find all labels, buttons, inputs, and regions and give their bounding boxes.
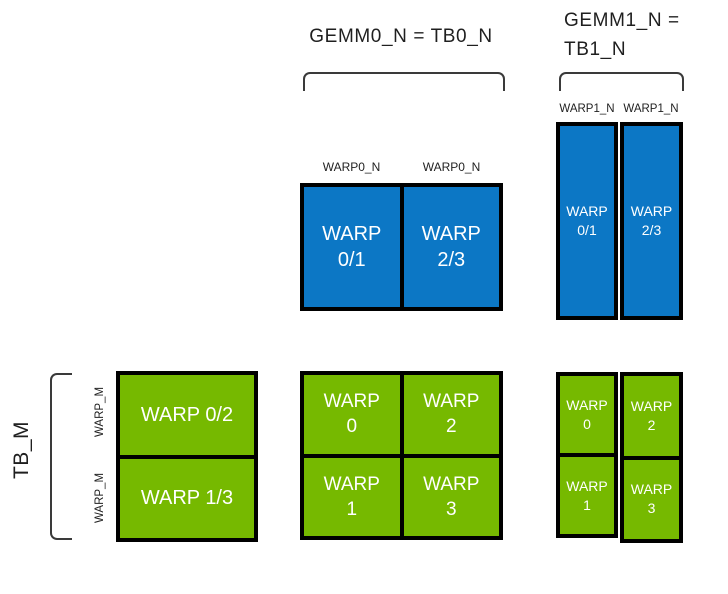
warp-cell-line1: WARP [630, 397, 673, 414]
gemm1-accum-tile-col2: WARP 2 WARP 3 [620, 372, 683, 543]
warp-cell-line2: 0 [583, 415, 591, 432]
warp-cell: WARP 3 [624, 459, 679, 539]
warp-cell: WARP 2 [403, 375, 499, 454]
gemm0-warp-tile: WARP 0/1 WARP 2/3 [300, 183, 503, 311]
gemm1-n-header: GEMM1_N = TB1_N [564, 6, 680, 64]
gemm1-accum-tile-col1: WARP 0 WARP 1 [556, 372, 618, 538]
warp-cell-line2: 3 [647, 500, 656, 517]
warp-cell: WARP 0/2 [120, 375, 254, 455]
warp-cell-label: WARP 0/2 [140, 403, 234, 426]
gemm1-n-bracket-icon [559, 72, 684, 91]
warp-cell-line2: 2/3 [641, 222, 662, 238]
gemm0-n-header: GEMM0_N = TB0_N [309, 26, 493, 47]
warp-cell-line2: 0 [346, 416, 358, 438]
warp-cell: WARP 0/1 [304, 187, 400, 307]
warp-cell-line1: WARP [323, 391, 380, 413]
warp-cell-line1: WARP [423, 391, 480, 413]
warp-cell: WARP 1 [560, 457, 614, 534]
warp1-n-label-left: WARP1_N [559, 103, 615, 115]
warp-cell: WARP 0/1 [560, 126, 614, 316]
warp-cell-line1: WARP [566, 203, 608, 219]
warp-cell: WARP 3 [403, 457, 499, 536]
warp-m-label-bottom: WARP_M [94, 472, 106, 524]
warp-cell-line1: WARP [421, 223, 481, 245]
warp-cell: WARP 0 [304, 375, 400, 454]
warp-cell-line1: WARP [323, 473, 380, 495]
warp-cell-line2: 1 [583, 496, 591, 513]
warp-cell-line2: 2 [445, 416, 457, 438]
warp-cell-line2: 2 [647, 416, 656, 433]
warp-m-label-top: WARP_M [94, 386, 106, 438]
warp0-n-label-right: WARP0_N [422, 160, 481, 174]
tb-m-label: TB_M [10, 421, 33, 480]
warp-cell: WARP 1 [304, 457, 400, 536]
warp-cell-line2: 0/1 [577, 222, 597, 238]
warp-cell-line2: 1 [346, 498, 358, 520]
warp-cell: WARP 0 [560, 376, 614, 453]
warp0-n-label-left: WARP0_N [322, 160, 381, 174]
warp-cell-line1: WARP [566, 477, 608, 494]
tb-m-bracket-icon [50, 373, 72, 540]
tb-m-warp-tile: WARP 0/2 WARP 1/3 [116, 371, 258, 542]
gemm1-n-header-line1: GEMM1_N = [564, 10, 680, 31]
gemm1-n-header-line2: TB1_N [564, 39, 627, 60]
warp-cell-line1: WARP [630, 481, 673, 498]
warp-cell-line2: 3 [445, 498, 457, 520]
warp-cell: WARP 2/3 [403, 187, 499, 307]
warp-cell-line2: 2/3 [437, 249, 466, 271]
warp-cell-line2: 0/1 [337, 249, 366, 271]
warp-cell: WARP 1/3 [120, 458, 254, 538]
warp-cell: WARP 2/3 [624, 126, 679, 316]
warp1-n-label-right: WARP1_N [623, 103, 679, 115]
gemm1-warp-tile-col1: WARP 0/1 [556, 122, 618, 320]
gemm1-warp-tile-col2: WARP 2/3 [620, 122, 683, 320]
warp-cell-label: WARP 1/3 [140, 487, 234, 510]
warp-cell: WARP 2 [624, 376, 679, 456]
gemm0-n-bracket-icon [303, 72, 505, 91]
gemm0-accum-tile: WARP 0 WARP 2 WARP 1 WARP 3 [300, 371, 503, 540]
warp-cell-line1: WARP [566, 396, 608, 413]
warp-cell-line1: WARP [630, 203, 673, 219]
warp-cell-line1: WARP [322, 223, 382, 245]
warp-cell-line1: WARP [423, 473, 480, 495]
